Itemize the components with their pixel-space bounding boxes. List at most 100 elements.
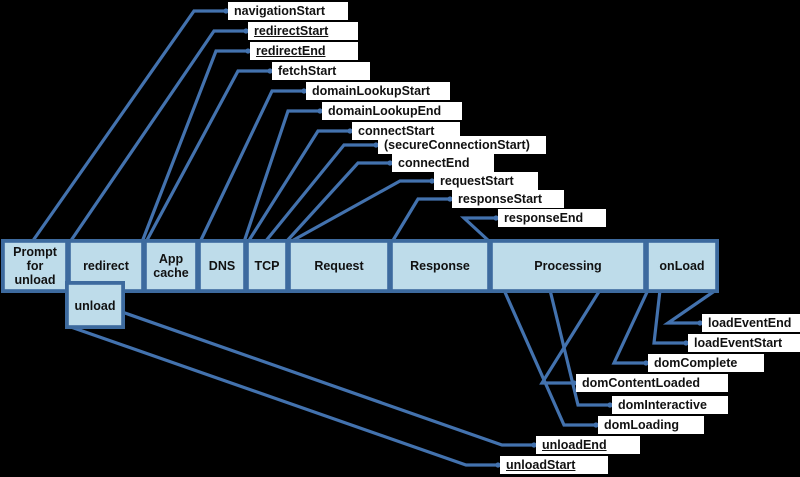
- timing-label-text: responseEnd: [504, 211, 584, 225]
- timeline-segment-response[interactable]: Response: [391, 241, 489, 291]
- connector-unloadEnd: [121, 310, 534, 447]
- connector-connectStart: [246, 129, 350, 243]
- segment-label: Response: [410, 259, 470, 273]
- connector-domLoading-endpoint: [593, 422, 599, 428]
- timing-label-navigationStart[interactable]: navigationStart: [228, 2, 348, 20]
- timing-label-text: domainLookupEnd: [328, 104, 442, 118]
- timing-label-text: loadEventStart: [694, 336, 783, 350]
- connector-domLoading: [502, 289, 596, 427]
- timing-label-redirectStart[interactable]: redirectStart: [248, 22, 358, 40]
- connector-lines: [30, 8, 717, 468]
- timing-label-text: domLoading: [604, 418, 679, 432]
- segment-label: Prompt: [13, 245, 58, 259]
- connector-domContentLoaded: [539, 289, 602, 385]
- timeline-segment-dns-rect: [199, 241, 245, 291]
- connector-responseEnd: [459, 216, 496, 244]
- segment-label: TCP: [255, 259, 280, 273]
- timing-label-loadEventEnd[interactable]: loadEventEnd: [702, 314, 800, 332]
- connector-secureConnectionStart: [263, 143, 376, 244]
- timing-label-domComplete[interactable]: domComplete: [648, 354, 764, 372]
- connector-unloadStart: [67, 324, 498, 467]
- timing-label-text: domComplete: [654, 356, 738, 370]
- timeline-segment-request[interactable]: Request: [289, 241, 389, 291]
- segment-label: Processing: [534, 259, 601, 273]
- segment-label: unload: [75, 299, 116, 313]
- connector-connectEnd-endpoint: [387, 160, 393, 166]
- connector-loadEventStart-endpoint: [683, 340, 689, 346]
- connector-responseStart-endpoint: [447, 196, 453, 202]
- timeline-segment-tcp[interactable]: TCP: [247, 241, 287, 291]
- timing-label-text: connectStart: [358, 124, 435, 138]
- timeline-segment-unload[interactable]: unload: [67, 283, 123, 327]
- connector-fetchStart-endpoint: [267, 68, 273, 74]
- timeline-segment-tcp-rect: [247, 241, 287, 291]
- timing-label-text: unloadStart: [506, 458, 576, 472]
- timing-label-redirectEnd[interactable]: redirectEnd: [250, 42, 358, 60]
- timing-label-text: domInteractive: [618, 398, 707, 412]
- timeline-segment-app-cache-rect: [145, 241, 197, 291]
- timing-label-text: domContentLoaded: [582, 376, 701, 390]
- timing-label-unloadEnd[interactable]: unloadEnd: [536, 436, 640, 454]
- timing-label-text: requestStart: [440, 174, 514, 188]
- timing-label-connectEnd[interactable]: connectEnd: [392, 154, 494, 172]
- connector-domainLookupEnd-endpoint: [317, 108, 323, 114]
- connector-connectStart-endpoint: [347, 128, 353, 134]
- timing-label-domContentLoaded[interactable]: domContentLoaded: [576, 374, 728, 392]
- timing-label-text: unloadEnd: [542, 438, 607, 452]
- timeline-segment-onload-rect: [647, 241, 717, 291]
- connector-domainLookupEnd: [242, 109, 320, 243]
- timeline-segment-processing[interactable]: Processing: [491, 241, 645, 291]
- connector-domComplete-endpoint: [643, 360, 649, 366]
- timing-label-connectStart[interactable]: connectStart: [352, 122, 460, 140]
- timing-label-text: connectEnd: [398, 156, 470, 170]
- connector-redirectStart: [68, 29, 246, 243]
- segment-label: Request: [314, 259, 364, 273]
- timing-label-fetchStart[interactable]: fetchStart: [272, 62, 370, 80]
- segment-label: for: [27, 259, 44, 273]
- timing-label-responseStart[interactable]: responseStart: [452, 190, 564, 208]
- connector-unloadEnd-endpoint: [531, 442, 537, 448]
- timing-label-requestStart[interactable]: requestStart: [434, 172, 538, 190]
- connector-requestStart-endpoint: [429, 178, 435, 184]
- timing-label-domLoading[interactable]: domLoading: [598, 416, 704, 434]
- connector-requestStart: [289, 179, 432, 244]
- connector-redirectStart-endpoint: [243, 28, 249, 34]
- timeline-segment-dns[interactable]: DNS: [199, 241, 245, 291]
- timing-label-domInteractive[interactable]: domInteractive: [612, 396, 728, 414]
- connector-unloadStart-endpoint: [495, 462, 501, 468]
- connector-domComplete: [611, 289, 650, 365]
- connector-loadEventEnd-endpoint: [697, 320, 703, 326]
- timing-label-text: (secureConnectionStart): [384, 138, 530, 152]
- timing-label-text: domainLookupStart: [312, 84, 431, 98]
- connector-domainLookupStart: [198, 89, 304, 243]
- segment-label: redirect: [83, 259, 130, 273]
- segment-label: App: [159, 252, 184, 266]
- timeline-segment-processing-rect: [491, 241, 645, 291]
- timing-label-domainLookupStart[interactable]: domainLookupStart: [306, 82, 450, 100]
- timing-label-text: navigationStart: [234, 4, 325, 18]
- connector-responseStart: [390, 197, 450, 243]
- timing-label-responseEnd[interactable]: responseEnd: [498, 209, 606, 227]
- timeline-segment-request-rect: [289, 241, 389, 291]
- timing-label-domainLookupEnd[interactable]: domainLookupEnd: [322, 102, 462, 120]
- timing-label-unloadStart[interactable]: unloadStart: [500, 456, 608, 474]
- connector-navigationStart: [30, 9, 226, 243]
- segment-label: DNS: [209, 259, 235, 273]
- connector-responseEnd-endpoint: [493, 215, 499, 221]
- connector-fetchStart: [144, 69, 270, 243]
- connector-redirectEnd: [140, 49, 248, 243]
- timing-label-text: responseStart: [458, 192, 543, 206]
- connector-domInteractive: [548, 289, 610, 407]
- segment-label: onLoad: [659, 259, 704, 273]
- timing-label-loadEventStart[interactable]: loadEventStart: [688, 334, 800, 352]
- connector-secureConnectionStart-endpoint: [373, 142, 379, 148]
- timing-label-text: redirectStart: [254, 24, 329, 38]
- timing-label-secureConnectionStart[interactable]: (secureConnectionStart): [378, 136, 546, 154]
- connector-loadEventStart: [652, 289, 686, 345]
- timeline-segment-prompt-for-unload-rect: [3, 241, 67, 291]
- timeline-segment-onload[interactable]: onLoad: [647, 241, 717, 291]
